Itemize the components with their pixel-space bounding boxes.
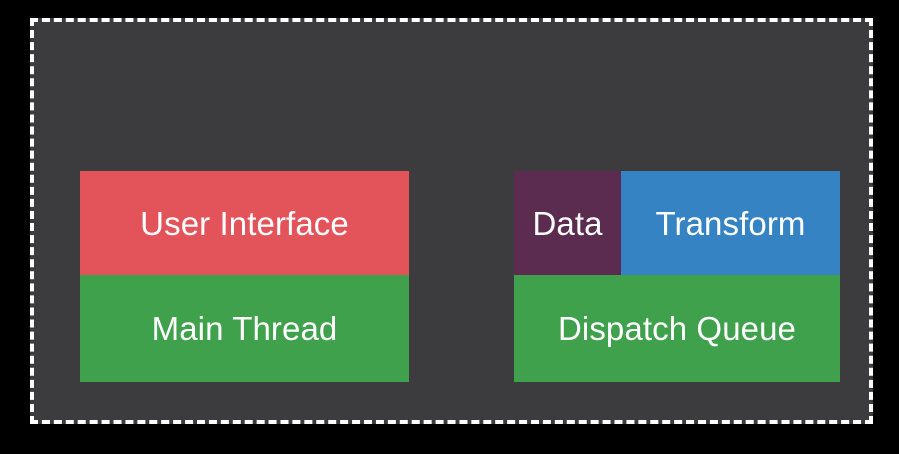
block-dispatch-queue[interactable]: Dispatch Queue <box>514 275 840 382</box>
block-main-thread[interactable]: Main Thread <box>80 275 409 382</box>
main-thread-group-bottom-row: Main Thread <box>80 275 409 382</box>
main-thread-group-top-row: User Interface <box>80 171 409 275</box>
block-user-interface[interactable]: User Interface <box>80 171 409 275</box>
block-data[interactable]: Data <box>514 171 621 275</box>
dispatch-queue-group-top-row: Data Transform <box>514 171 840 275</box>
main-thread-group: User Interface Main Thread <box>80 171 409 382</box>
dispatch-queue-group-bottom-row: Dispatch Queue <box>514 275 840 382</box>
block-transform[interactable]: Transform <box>621 171 840 275</box>
dispatch-queue-group: Data Transform Dispatch Queue <box>514 171 840 382</box>
dashed-content-panel: User Interface Main Thread Data Transfor… <box>30 18 873 424</box>
